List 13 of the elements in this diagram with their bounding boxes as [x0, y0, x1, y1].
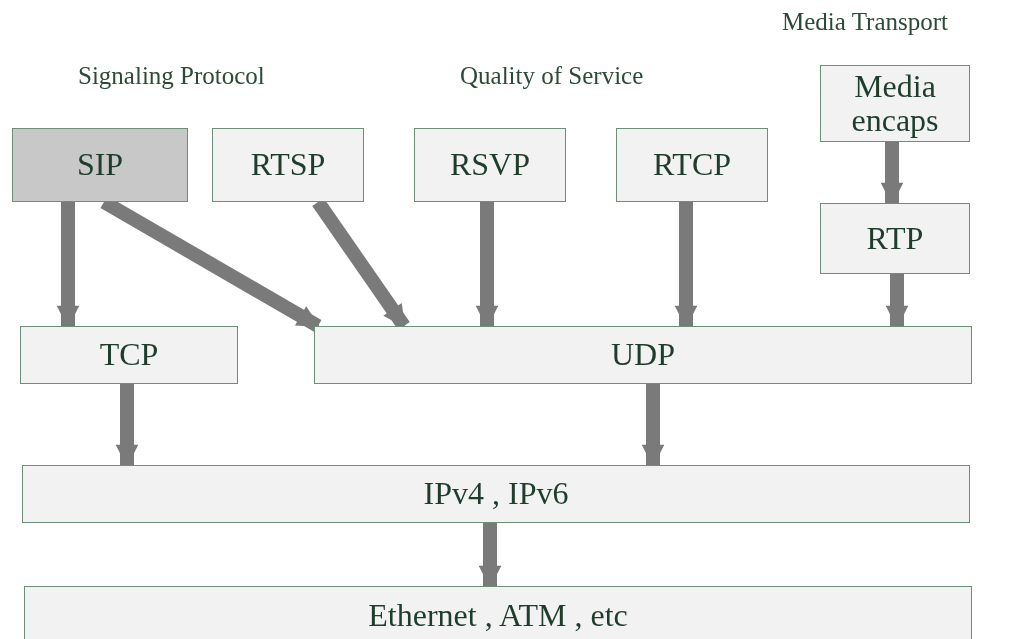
protocol-box: RTP	[820, 203, 970, 274]
protocol-box: UDP	[314, 326, 972, 384]
protocol-box: RTSP	[212, 128, 364, 202]
group-heading: Media Transport	[782, 8, 948, 36]
group-heading: Signaling Protocol	[78, 62, 265, 90]
protocol-box: Ethernet , ATM , etc	[24, 586, 972, 639]
group-heading: Quality of Service	[460, 62, 644, 90]
protocol-box: RTCP	[616, 128, 768, 202]
protocol-box: Media encaps	[820, 65, 970, 142]
protocol-box: TCP	[20, 326, 238, 384]
protocol-box: IPv4 , IPv6	[22, 465, 970, 523]
protocol-box: RSVP	[414, 128, 566, 202]
protocol-box: SIP	[12, 128, 188, 202]
